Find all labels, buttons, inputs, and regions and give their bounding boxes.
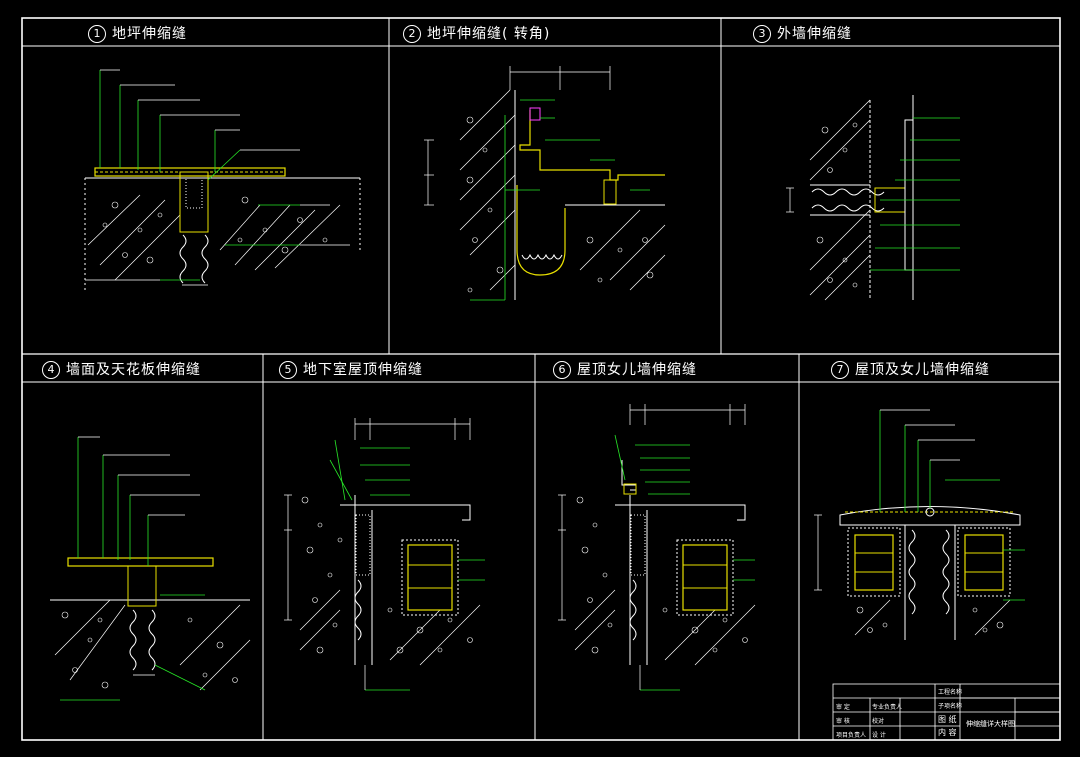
panel-1-number: 1	[88, 25, 106, 43]
panel-6-number: 6	[553, 361, 571, 379]
panel-2-label: 地坪伸缩缝( 转角)	[427, 26, 551, 42]
tb-subitem-name-label: 子项名称	[938, 703, 963, 710]
tb-drawing-label: 图 纸	[938, 715, 957, 724]
panel-5-title: 5 地下室屋顶伸缩缝	[279, 359, 423, 379]
panel-6-label: 屋顶女儿墙伸缩缝	[577, 362, 697, 378]
panel-2-title: 2 地坪伸缩缝( 转角)	[403, 23, 550, 43]
tb-approve: 审 定	[836, 704, 850, 711]
panel-5-label: 地下室屋顶伸缩缝	[303, 362, 423, 378]
panel-5-number: 5	[279, 361, 297, 379]
tb-content-label: 内 容	[938, 728, 957, 737]
tb-project-lead: 项目负责人	[836, 732, 867, 739]
panel-3-title: 3 外墙伸缩缝	[753, 23, 852, 43]
detail-3-external-wall-joint	[786, 95, 960, 301]
panel-3-number: 3	[753, 25, 771, 43]
panel-4-title: 4 墙面及天花板伸缩缝	[42, 359, 201, 379]
detail-4-wall-ceiling-joint	[50, 436, 251, 701]
panel-1-title: 1 地坪伸缩缝	[88, 23, 187, 43]
tb-project-name-label: 工程名称	[938, 689, 963, 696]
detail-1-floor-joint	[84, 69, 361, 290]
detail-5-basement-roof-joint	[284, 418, 485, 691]
detail-2-floor-joint-corner	[424, 66, 666, 301]
tb-design: 设 计	[872, 732, 886, 739]
panel-6-title: 6 屋顶女儿墙伸缩缝	[553, 359, 697, 379]
panel-7-number: 7	[831, 361, 849, 379]
tb-drawing-name: 伸缩缝详大样图	[966, 720, 1015, 728]
tb-review: 审 核	[836, 718, 850, 725]
panel-2-number: 2	[403, 25, 421, 43]
panel-4-label: 墙面及天花板伸缩缝	[66, 362, 201, 378]
tb-discipline-lead: 专业负责人	[872, 704, 903, 711]
detail-7-roof-parapet-joint	[814, 409, 1025, 640]
panel-7-label: 屋顶及女儿墙伸缩缝	[855, 362, 990, 378]
panel-4-number: 4	[42, 361, 60, 379]
title-block-grid	[832, 683, 1061, 741]
detail-6-roof-parapet-joint	[558, 404, 756, 691]
outer-frame	[21, 17, 1061, 741]
tb-check: 校对	[872, 718, 885, 725]
panel-3-label: 外墙伸缩缝	[777, 26, 852, 42]
panel-1-label: 地坪伸缩缝	[112, 26, 187, 42]
panel-7-title: 7 屋顶及女儿墙伸缩缝	[831, 359, 990, 379]
